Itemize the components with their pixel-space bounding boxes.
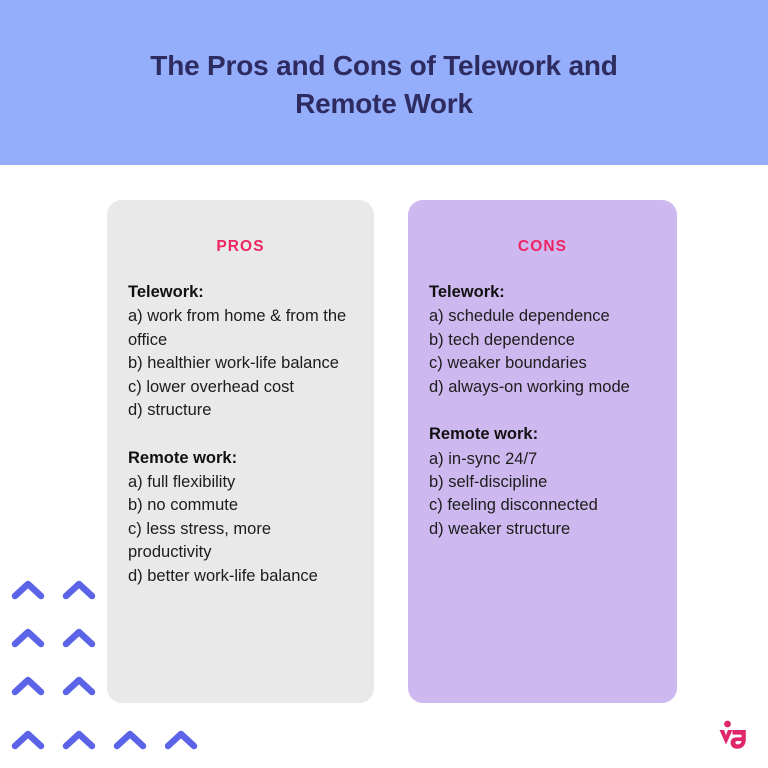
list-item: a) work from home & from the office — [128, 307, 347, 349]
section-title: Telework: — [128, 283, 204, 301]
chevron-up-icon — [113, 730, 147, 750]
pros-remote-list: a) full flexibility b) no commute c) les… — [128, 471, 356, 588]
list-item: b) no commute — [128, 496, 239, 515]
chevron-up-icon — [62, 580, 96, 600]
chevron-up-icon — [11, 730, 45, 750]
pros-card-heading: PROS — [216, 238, 265, 255]
cons-card: CONS Telework: a) schedule dependence b)… — [408, 200, 677, 703]
pros-telework-section: Telework: a) work from home & from the o… — [128, 281, 356, 423]
pros-telework-list: a) work from home & from the office b) h… — [128, 305, 356, 422]
section-title: Remote work: — [128, 448, 238, 467]
chevron-decoration — [0, 568, 210, 768]
cons-remote-section: Remote work: a) in-sync 24/7 b) self-dis… — [429, 423, 659, 541]
list-item: d) better work-life balance — [128, 566, 318, 585]
list-item: b) healthier work-life balance — [128, 354, 339, 373]
list-item: c) less stress, more productivity — [128, 519, 272, 562]
page-title: The Pros and Cons of Telework and Remote… — [150, 49, 618, 119]
chevron-up-icon — [62, 628, 96, 648]
pros-card-body: Telework: a) work from home & from the o… — [107, 281, 374, 588]
chevron-row — [10, 725, 199, 753]
cons-telework-section: Telework: a) schedule dependence b) tech… — [429, 281, 659, 399]
list-item: c) weaker boundaries — [429, 354, 587, 373]
pros-remote-section: Remote work: a) full flexibility b) no c… — [128, 447, 356, 589]
chevron-up-icon — [11, 580, 45, 600]
chevron-row — [10, 575, 97, 603]
list-item: a) full flexibility — [128, 472, 236, 491]
chevron-up-icon — [164, 730, 198, 750]
chevron-up-icon — [11, 628, 45, 648]
list-item: d) structure — [128, 401, 212, 420]
list-item: b) tech dependence — [429, 330, 575, 349]
list-item: a) schedule dependence — [429, 307, 610, 326]
chevron-up-icon — [62, 730, 96, 750]
list-item: d) always-on working mode — [429, 377, 630, 396]
cons-card-heading: CONS — [517, 238, 568, 255]
section-title: Telework: — [429, 283, 505, 301]
cons-remote-list: a) in-sync 24/7 b) self-discipline c) fe… — [429, 448, 659, 542]
header-band: The Pros and Cons of Telework and Remote… — [0, 0, 768, 165]
cons-telework-list: a) schedule dependence b) tech dependenc… — [429, 305, 659, 399]
section-title: Remote work: — [429, 425, 539, 444]
list-item: c) lower overhead cost — [128, 377, 294, 396]
cons-card-body: Telework: a) schedule dependence b) tech… — [408, 281, 677, 541]
vs-monogram-logo — [719, 720, 746, 749]
list-item: d) weaker structure — [429, 519, 571, 538]
pros-card: PROS Telework: a) work from home & from … — [107, 200, 374, 703]
list-item: a) in-sync 24/7 — [429, 449, 538, 468]
chevron-row — [10, 623, 97, 651]
chevron-up-icon — [62, 676, 96, 696]
list-item: b) self-discipline — [429, 472, 548, 491]
chevron-up-icon — [11, 676, 45, 696]
list-item: c) feeling disconnected — [429, 496, 598, 515]
chevron-row — [10, 671, 97, 699]
